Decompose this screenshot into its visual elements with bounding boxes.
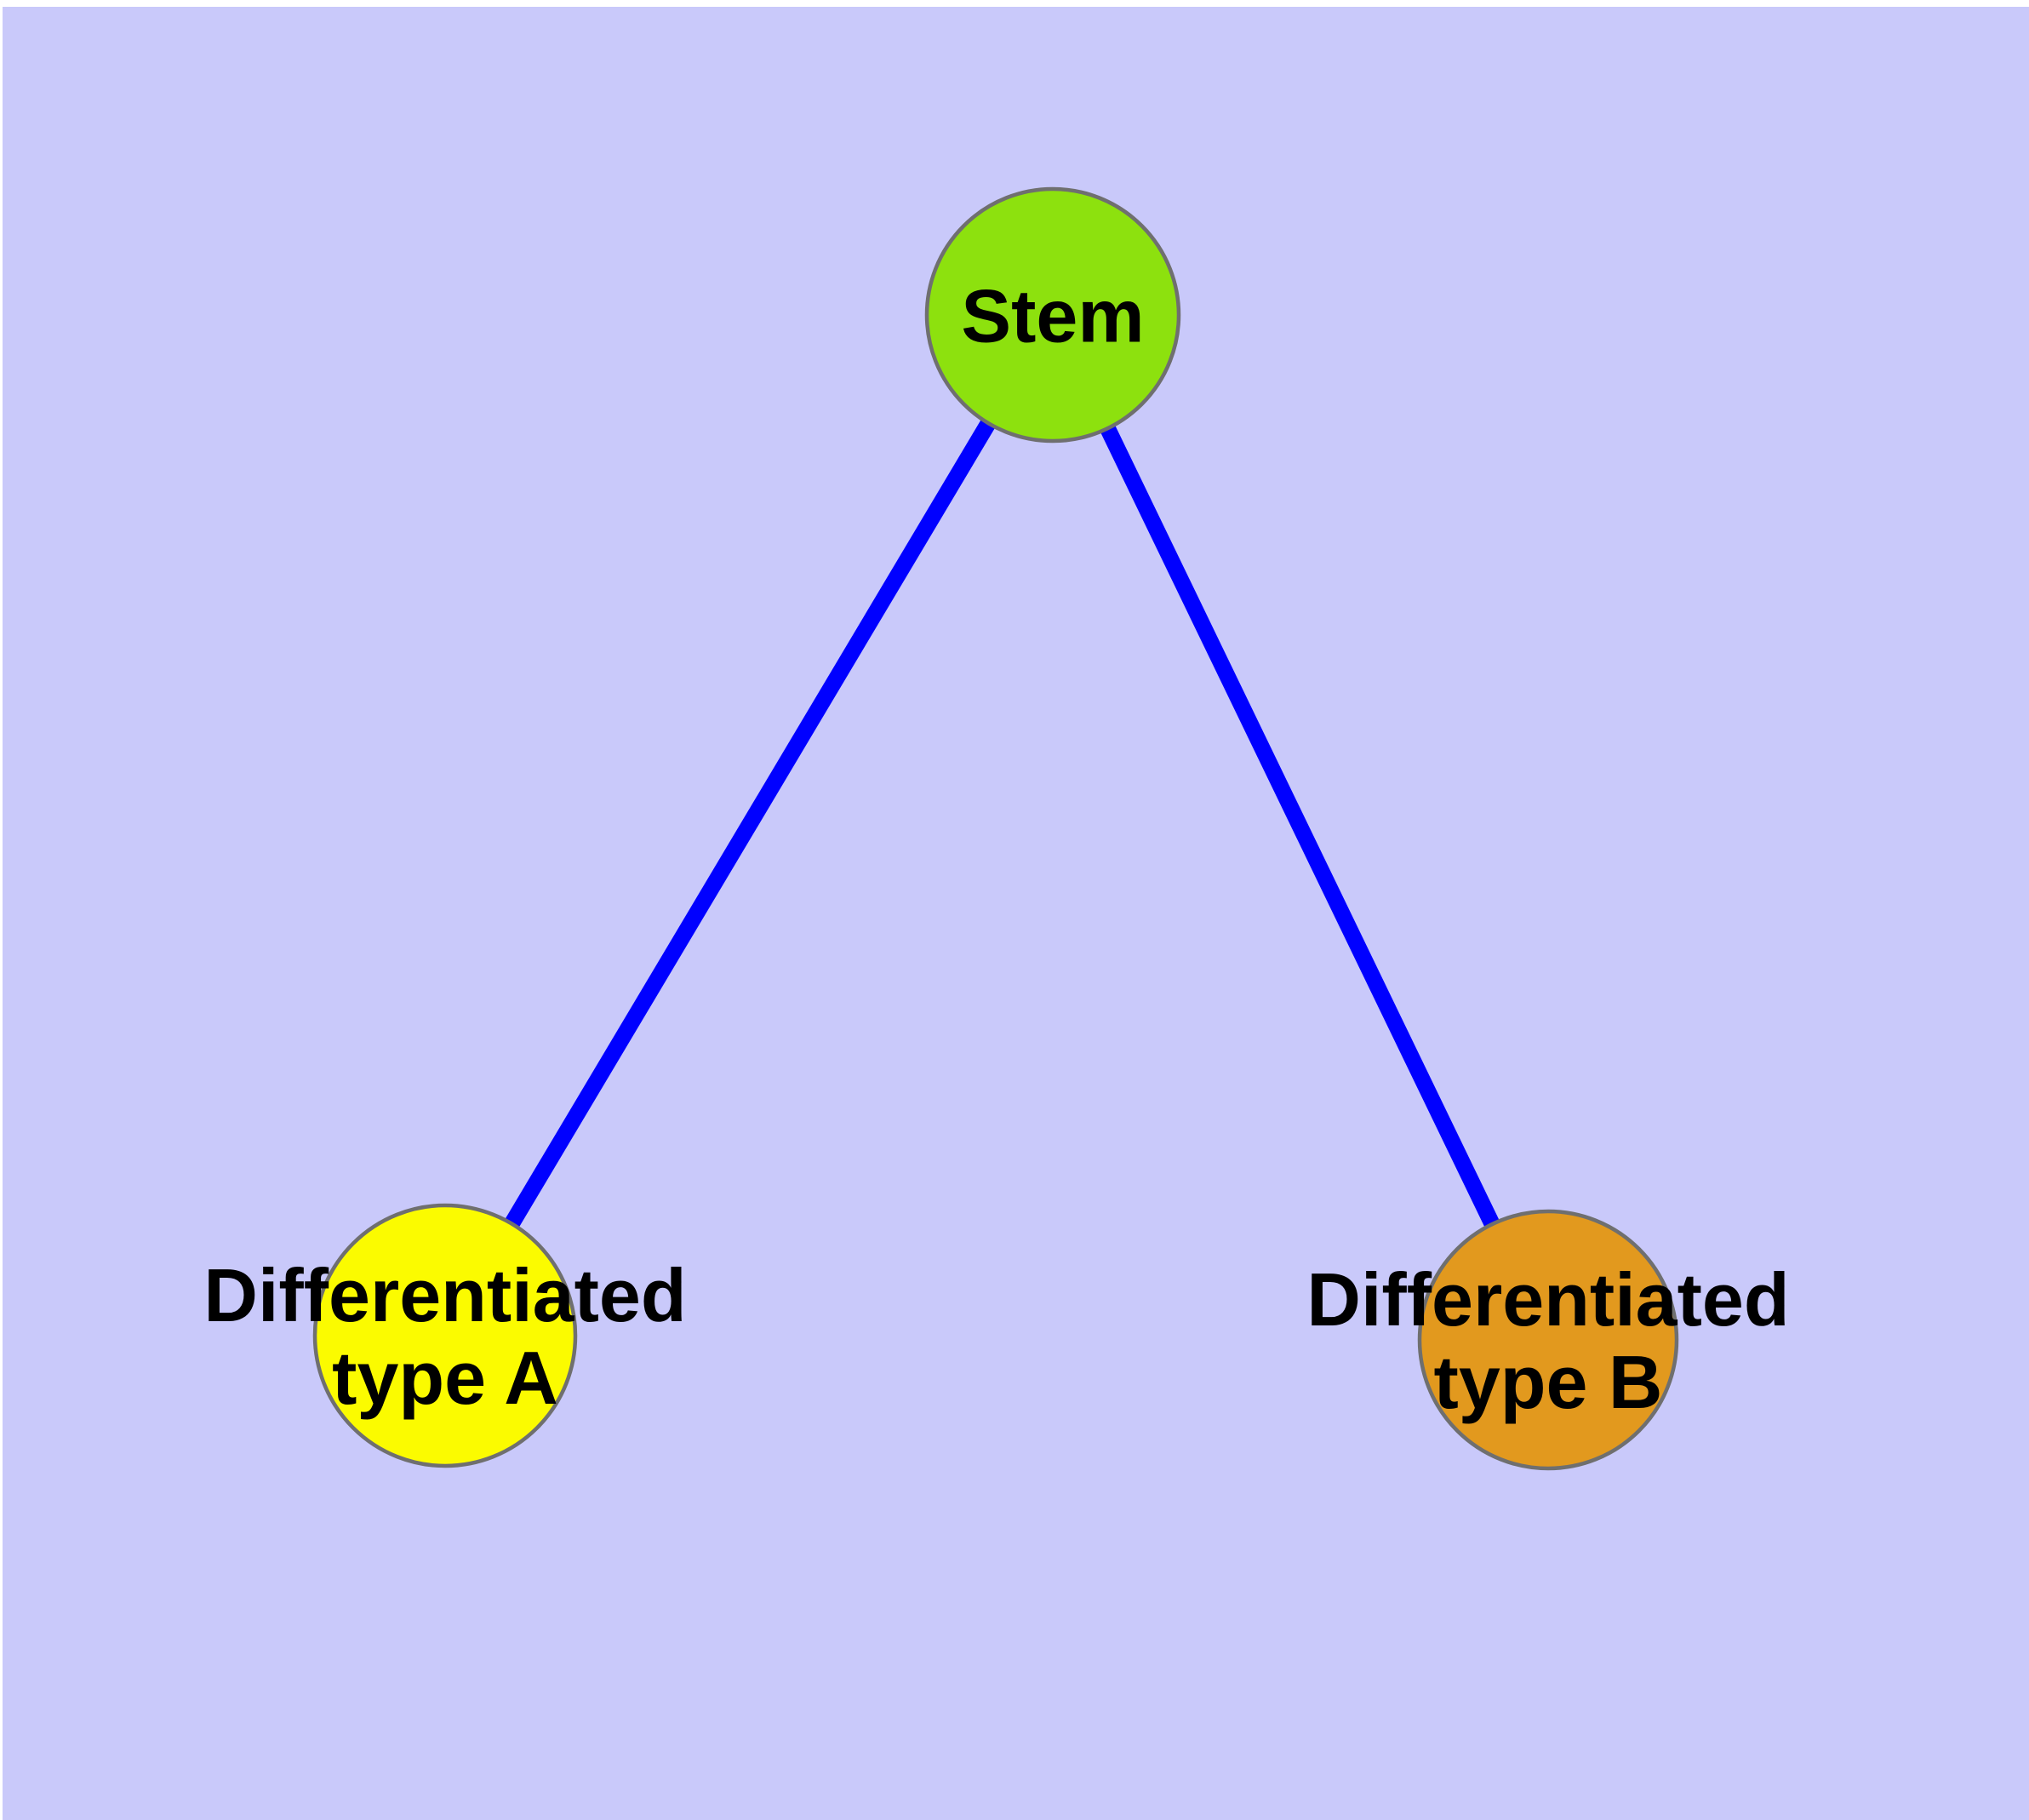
edge-stem-differentiated-type-a [437,311,1060,1340]
node-stem [924,186,1181,444]
node-differentiated-type-b [1417,1209,1679,1471]
node-differentiated-type-a [312,1203,578,1468]
node-label-stem: Stem [961,274,1144,358]
edge-stem-differentiated-type-b [1045,311,1556,1344]
node-layer [312,186,1679,1471]
edge-layer [437,311,1556,1344]
